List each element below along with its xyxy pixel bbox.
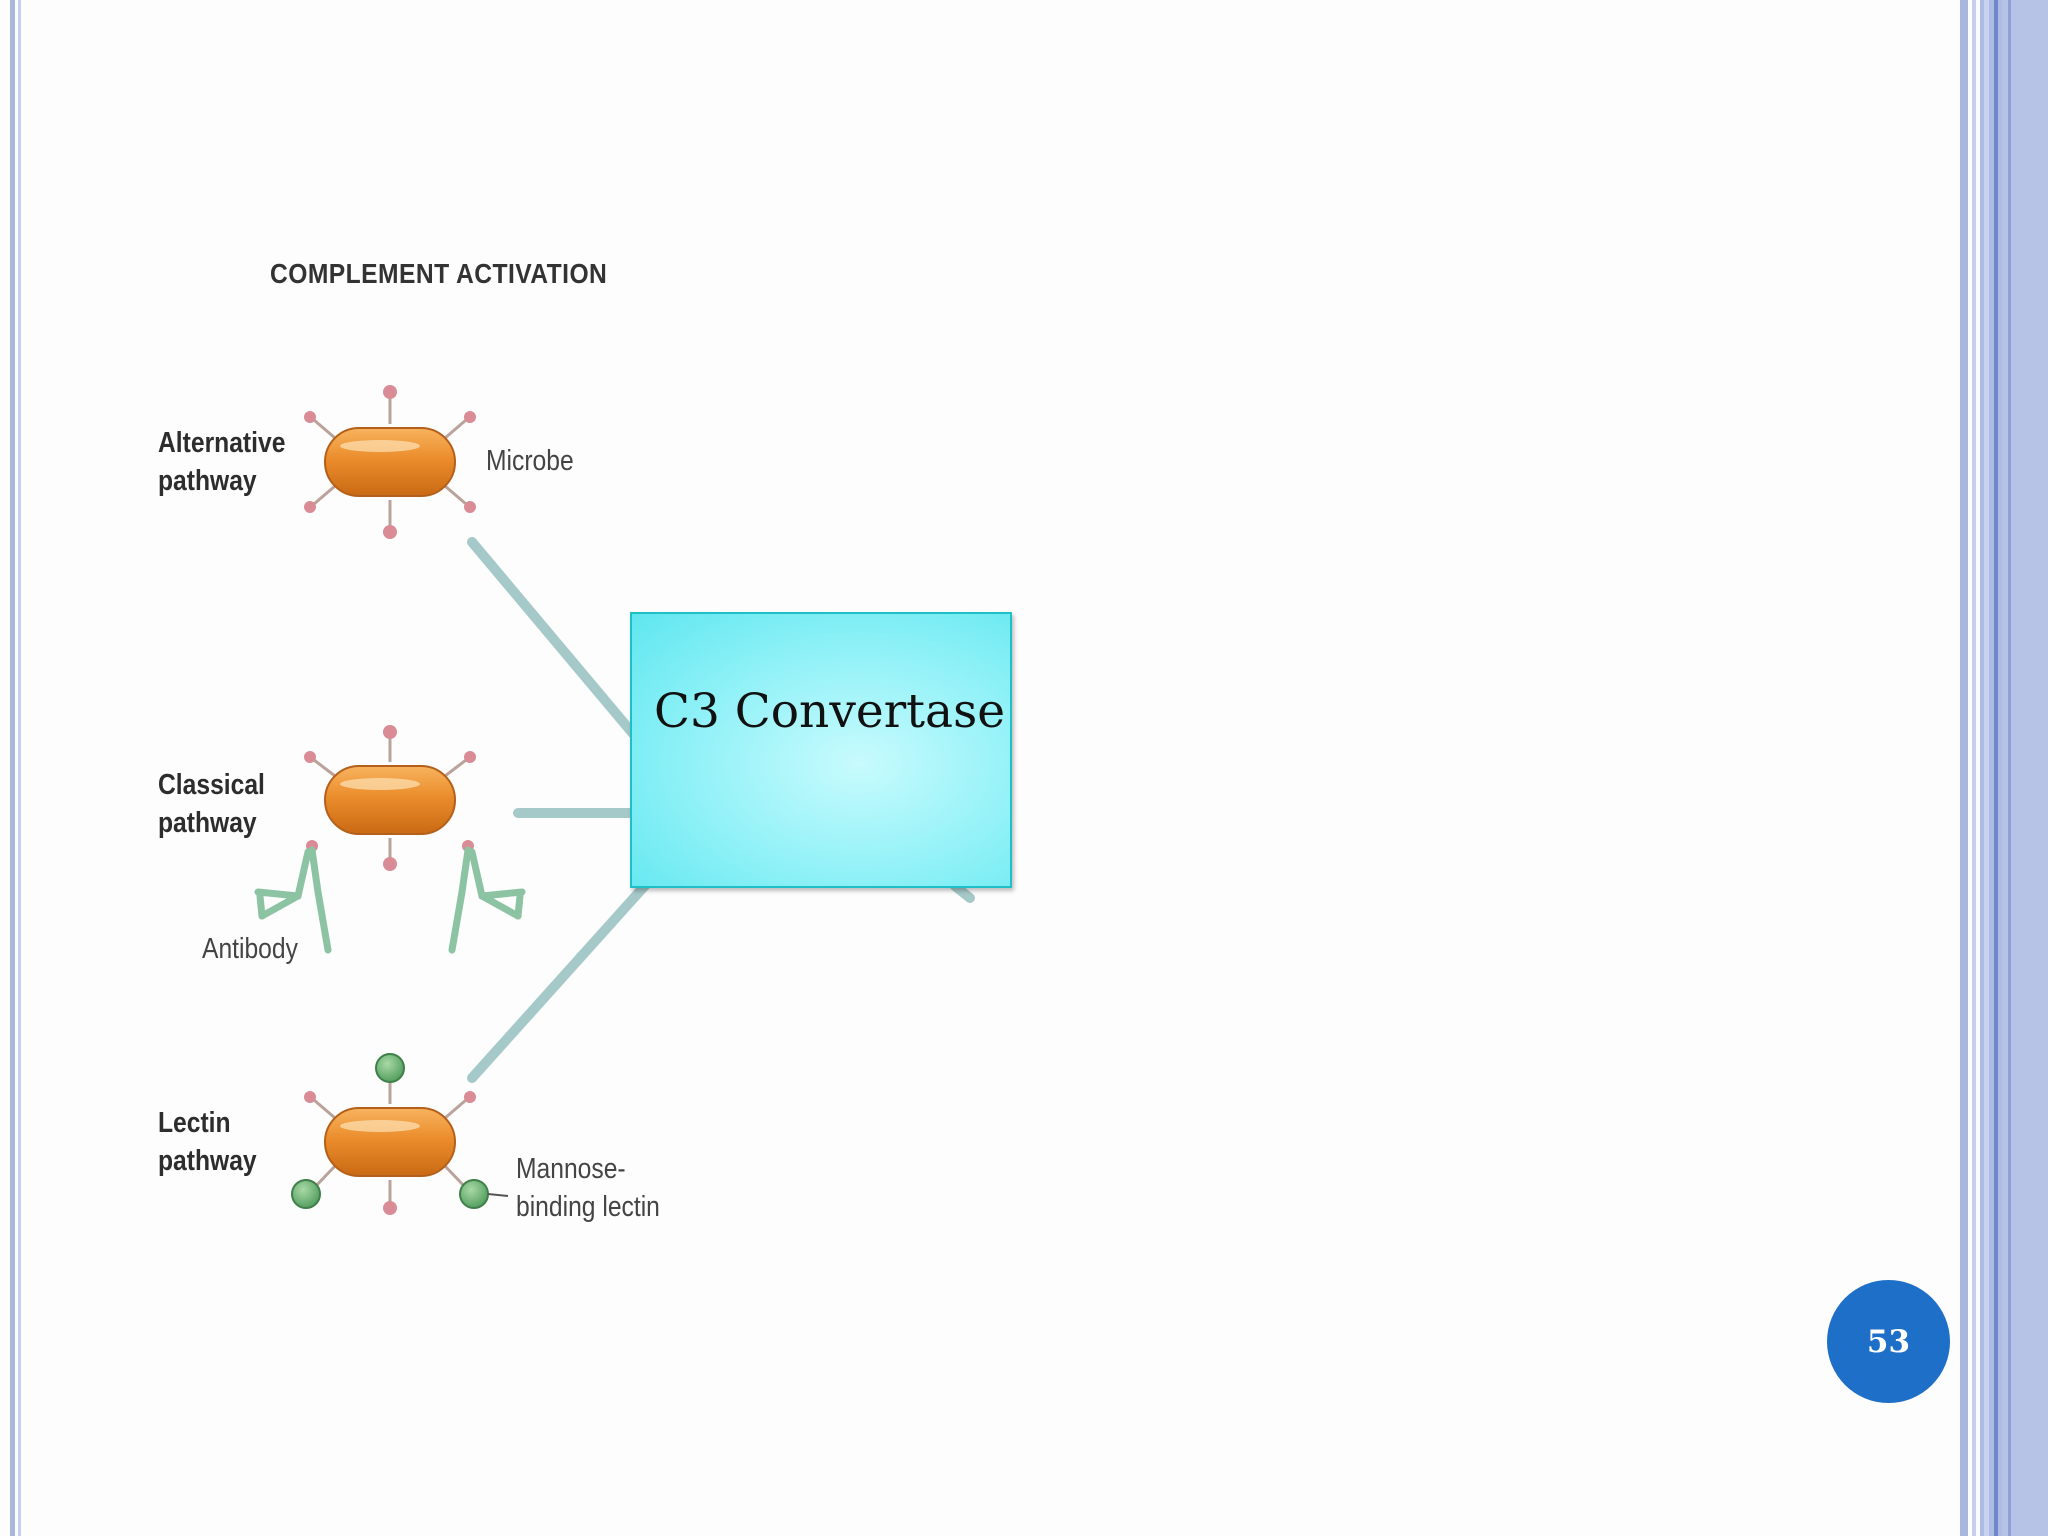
mannose-label-line1: Mannose- (516, 1153, 626, 1185)
antibody-right (448, 846, 526, 954)
mannose-binding-lectin-label: Mannose- binding lectin (516, 1150, 660, 1226)
microbe-label: Microbe (486, 445, 574, 477)
pathway-alternative-line2: pathway (158, 465, 257, 497)
pathway-alternative-line1: Alternative (158, 427, 286, 459)
microbe-classical (254, 725, 526, 954)
right-frame (1958, 0, 2048, 1536)
left-frame-stripe-inner (18, 0, 21, 1536)
pathway-lectin-line2: pathway (158, 1145, 257, 1177)
microbe-lectin (291, 1053, 509, 1215)
antibody-label: Antibody (202, 933, 298, 965)
mannose-label-line2: binding lectin (516, 1191, 660, 1223)
connector-output (950, 881, 975, 903)
pathway-alternative-label: Alternative pathway (158, 424, 285, 500)
c3-convertase-text: C3 Convertase (654, 684, 1006, 739)
pathway-classical-line2: pathway (158, 807, 257, 839)
connector-alternative (467, 537, 645, 747)
pathway-classical-label: Classical pathway (158, 766, 265, 842)
c3-convertase-box[interactable]: C3 Convertase (630, 612, 1012, 888)
pathway-lectin-line1: Lectin (158, 1107, 231, 1139)
page-number-badge: 53 (1827, 1280, 1950, 1403)
left-frame-stripe (10, 0, 15, 1536)
antibody-left (254, 846, 332, 954)
pathway-connectors (467, 537, 975, 1083)
microbe-alternative (304, 385, 476, 539)
pathway-classical-line1: Classical (158, 769, 265, 801)
figure-title: COMPLEMENT ACTIVATION (270, 258, 608, 289)
connector-lectin (467, 875, 655, 1083)
pathway-lectin-label: Lectin pathway (158, 1104, 257, 1180)
